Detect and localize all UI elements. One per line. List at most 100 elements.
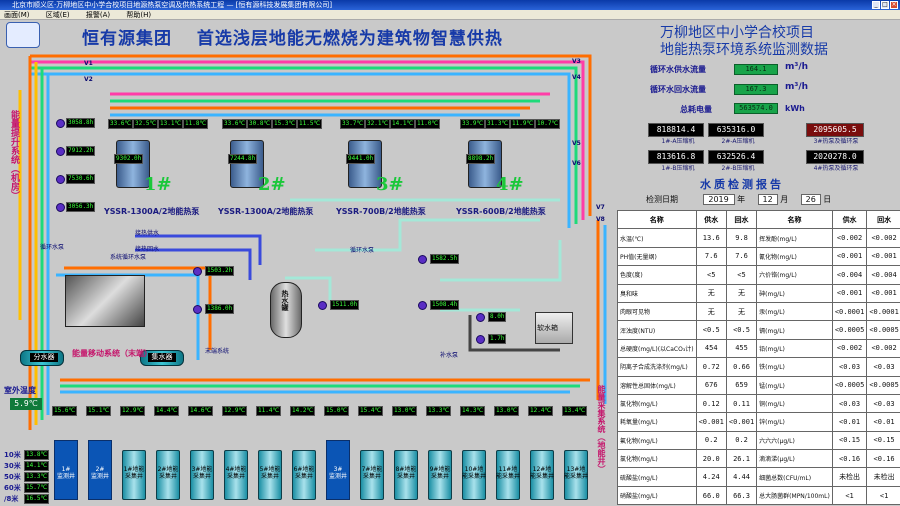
outdoor-temp-value: 5.9℃ [10, 398, 42, 410]
collection-well[interactable] [292, 450, 316, 500]
aux-pump-runtime: 1386.0h [205, 304, 235, 314]
wq-value: <0.15 [866, 430, 900, 451]
well-label: 2#地能采集井 [157, 466, 179, 480]
wq-value: <0.0005 [866, 320, 900, 340]
collection-well[interactable] [394, 450, 418, 500]
wq-value: <0.5 [695, 320, 727, 340]
circulation-pump[interactable] [56, 203, 65, 212]
collection-well[interactable] [428, 450, 452, 500]
collection-well[interactable] [224, 450, 248, 500]
aux-pump[interactable] [418, 301, 427, 310]
wq-header: 供水 [695, 209, 727, 230]
menu-help[interactable]: 帮助(H) [126, 11, 152, 19]
hp-number: 1# [144, 174, 172, 195]
hp-temp: 11.0℃ [415, 119, 441, 129]
minimize-button[interactable]: _ [872, 1, 880, 9]
aux-pump[interactable] [418, 255, 427, 264]
aux-pump[interactable] [476, 313, 485, 322]
wq-value: 455 [725, 338, 758, 359]
collection-well[interactable] [496, 450, 520, 500]
date-year[interactable]: 2019 [702, 194, 735, 205]
hp-temp: 31.3℃ [485, 119, 511, 129]
wq-value: <0.0001 [866, 301, 900, 322]
wq-value: 4.24 [695, 467, 727, 487]
hp-temp: 15.3℃ [272, 119, 298, 129]
wq-name: 阴离子合成洗涤剂(mg/L) [617, 357, 697, 377]
menu-alarm[interactable]: 报警(A) [85, 11, 111, 19]
hp-temp: 32.5℃ [133, 119, 159, 129]
circulation-pump[interactable] [56, 175, 65, 184]
heat-pump-unit[interactable] [348, 140, 382, 188]
wq-name: 细菌总数(CFU/mL) [756, 467, 833, 487]
aux-pump[interactable] [318, 301, 327, 310]
well-label: 7#地能采集井 [361, 466, 383, 480]
wq-row: 臭和味无无砷(mg/L)<0.001<0.001 [617, 283, 900, 303]
collection-well[interactable] [190, 450, 214, 500]
hp-temp: 14.1℃ [390, 119, 416, 129]
aux-pump-runtime: 1582.5h [430, 254, 460, 264]
meter-value: 2020278.0 [806, 150, 864, 164]
monitoring-well[interactable] [88, 440, 112, 500]
wq-name: 氰化物(mg/L) [756, 246, 833, 267]
collection-well[interactable] [360, 450, 384, 500]
heat-pump-unit[interactable] [116, 140, 150, 188]
makeup-pump-label: 补水泵 [440, 352, 459, 359]
wq-value: 无 [695, 283, 727, 303]
menu-area[interactable]: 区域(E) [45, 11, 70, 19]
wq-name: 氯化物(mg/L) [617, 393, 697, 414]
circulation-pump[interactable] [56, 119, 65, 128]
collection-well[interactable] [122, 450, 146, 500]
wq-value: 66.3 [725, 485, 758, 506]
collection-well[interactable] [258, 450, 282, 500]
date-day[interactable]: 26 [800, 194, 821, 205]
wq-value: 9.8 [725, 228, 758, 248]
wq-value: <0.0005 [831, 320, 868, 340]
monitoring-well[interactable] [54, 440, 78, 500]
heat-pump-unit[interactable] [468, 140, 502, 188]
wq-value: <0.001 [831, 283, 868, 303]
project-title-1: 万柳地区中小学合校项目 [660, 25, 814, 41]
wq-value: <0.15 [831, 430, 868, 451]
maximize-button[interactable]: □ [881, 1, 889, 9]
wq-name: 六六六(μg/L) [756, 430, 833, 451]
wq-value: 未检出 [831, 467, 868, 487]
circulation-pump[interactable] [56, 147, 65, 156]
wq-name: 氟化物(mg/L) [617, 430, 697, 451]
wq-value: 未检出 [866, 467, 900, 487]
wq-name: 氯化物(mg/L) [617, 449, 697, 469]
heat-pump-unit[interactable] [230, 140, 264, 188]
wq-name: PH值(无量纲) [617, 246, 697, 267]
return-flow-label: 循环水回水流量 [650, 85, 706, 94]
aux-pump-runtime: 8.0h [488, 312, 507, 322]
wq-name: 铅(mg/L) [756, 338, 833, 359]
menu-view[interactable]: 画面(M) [4, 11, 30, 19]
wq-value: <0.001 [725, 412, 758, 432]
wq-name: 汞(mg/L) [756, 301, 833, 322]
monitoring-well[interactable] [326, 440, 350, 500]
collection-well[interactable] [462, 450, 486, 500]
well-label: 13#地能采集井 [564, 466, 589, 480]
hp-runtime: 9302.0h [114, 154, 144, 164]
aux-pump[interactable] [476, 335, 485, 344]
aux-pump[interactable] [193, 267, 202, 276]
well-label: 8#地能采集井 [395, 466, 417, 480]
hp-caption: YSSR-1300A/2地能热泵 [218, 207, 314, 216]
aux-pump[interactable] [193, 305, 202, 314]
well-label: 3#地能采集井 [191, 466, 213, 480]
collection-well[interactable] [530, 450, 554, 500]
aux-pump-runtime: 1.7h [488, 334, 507, 344]
collector-label: 集水器 [148, 353, 176, 362]
close-button[interactable]: × [890, 1, 898, 9]
collection-well[interactable] [156, 450, 180, 500]
wq-value: <0.004 [831, 265, 868, 285]
date-month[interactable]: 12 [757, 194, 778, 205]
depth-label: 60米 [4, 484, 21, 492]
wq-value: <0.004 [866, 265, 900, 285]
collection-well[interactable] [564, 450, 588, 500]
energy-lift-system-label: 能量提升系统（机房） [9, 110, 19, 200]
pump-runtime: 3058.8h [66, 118, 96, 128]
wq-value: <0.5 [725, 320, 758, 340]
hp-caption: YSSR-1300A/2地能热泵 [104, 207, 200, 216]
